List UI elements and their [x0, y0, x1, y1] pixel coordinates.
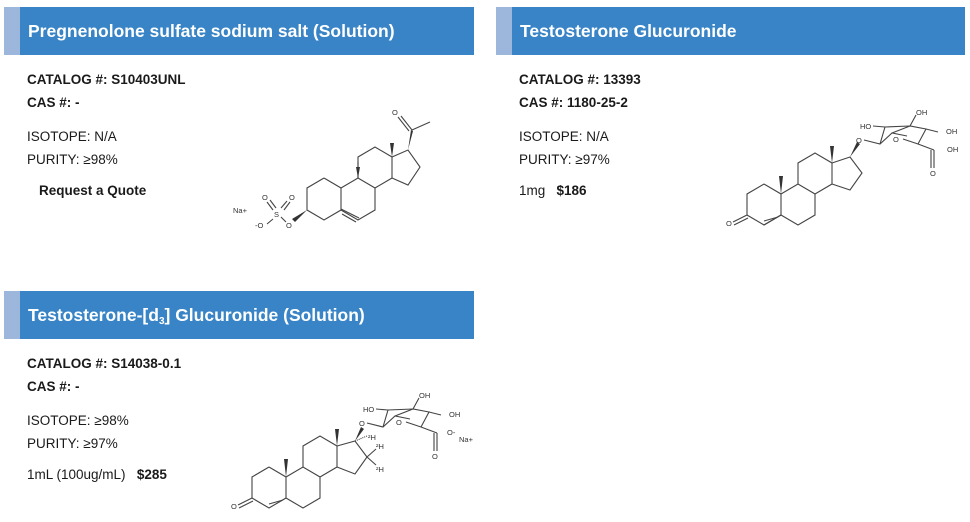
- svg-text:²H: ²H: [376, 465, 384, 474]
- testosterone-d3-glucuronide-structure-image: O O ²H ²H ²H O HO OH OH O- O Na+: [231, 391, 474, 511]
- product-title-bar[interactable]: Pregnenolone sulfate sodium salt (Soluti…: [4, 7, 474, 55]
- price: $186: [556, 183, 587, 198]
- title-accent-stripe: [4, 7, 20, 55]
- svg-text:O: O: [359, 419, 365, 428]
- svg-text:O: O: [392, 108, 398, 117]
- svg-text:OH: OH: [449, 410, 460, 419]
- catalog-number: CATALOG #: 13393: [519, 72, 641, 87]
- size-price: 1mL (100ug/mL) $285: [27, 467, 167, 482]
- svg-text:²H: ²H: [376, 442, 384, 451]
- svg-text:O: O: [930, 169, 936, 178]
- product-title[interactable]: Testosterone-[d3] Glucuronide (Solution): [28, 305, 365, 327]
- isotope: ISOTOPE: N/A: [519, 129, 609, 144]
- catalog-number: CATALOG #: S14038-0.1: [27, 356, 182, 371]
- product-title-bar[interactable]: Testosterone-[d3] Glucuronide (Solution): [4, 291, 474, 339]
- svg-text:O: O: [396, 418, 402, 427]
- svg-text:OH: OH: [946, 127, 957, 136]
- request-quote-link[interactable]: Request a Quote: [39, 183, 147, 198]
- cas-number: CAS #: 1180-25-2: [519, 95, 628, 110]
- cas-number: CAS #: -: [27, 379, 80, 394]
- svg-text:Na+: Na+: [459, 435, 474, 444]
- isotope: ISOTOPE: N/A: [27, 129, 117, 144]
- svg-text:OH: OH: [947, 145, 958, 154]
- purity: PURITY: ≥97%: [519, 152, 610, 167]
- size-price: 1mg $186: [519, 183, 587, 198]
- svg-text:HO: HO: [363, 405, 374, 414]
- title-accent-stripe: [496, 7, 512, 55]
- svg-text:O: O: [893, 135, 899, 144]
- svg-text:O: O: [289, 193, 295, 202]
- svg-text:Na+: Na+: [233, 206, 248, 215]
- svg-text:²H: ²H: [368, 433, 376, 442]
- isotope: ISOTOPE: ≥98%: [27, 413, 129, 428]
- purity: PURITY: ≥97%: [27, 436, 118, 451]
- svg-text:HO: HO: [860, 122, 871, 131]
- product-title[interactable]: Testosterone Glucuronide: [520, 21, 737, 41]
- svg-text:OH: OH: [916, 108, 927, 117]
- svg-text:O: O: [286, 221, 292, 230]
- svg-text:O: O: [856, 136, 862, 145]
- svg-text:-O: -O: [255, 221, 263, 230]
- svg-text:O: O: [231, 502, 237, 511]
- product-title[interactable]: Pregnenolone sulfate sodium salt (Soluti…: [28, 21, 395, 41]
- cas-number: CAS #: -: [27, 95, 80, 110]
- testosterone-glucuronide-structure-image: O O O HO OH OH OH O: [726, 108, 958, 228]
- title-accent-stripe: [4, 291, 20, 339]
- svg-text:O: O: [726, 219, 732, 228]
- product-title-bar[interactable]: Testosterone Glucuronide: [496, 7, 965, 55]
- svg-text:OH: OH: [419, 391, 430, 400]
- purity: PURITY: ≥98%: [27, 152, 118, 167]
- price: $285: [136, 467, 167, 482]
- svg-text:S: S: [274, 210, 279, 219]
- svg-text:O: O: [432, 452, 438, 461]
- svg-text:O: O: [262, 193, 268, 202]
- pregnenolone-sulfate-structure-image: O O S O O -O Na+: [233, 108, 431, 230]
- catalog-number: CATALOG #: S10403UNL: [27, 72, 186, 87]
- package-size: 1mg: [519, 183, 546, 198]
- package-size: 1mL (100ug/mL): [27, 467, 126, 482]
- svg-text:O-: O-: [447, 428, 456, 437]
